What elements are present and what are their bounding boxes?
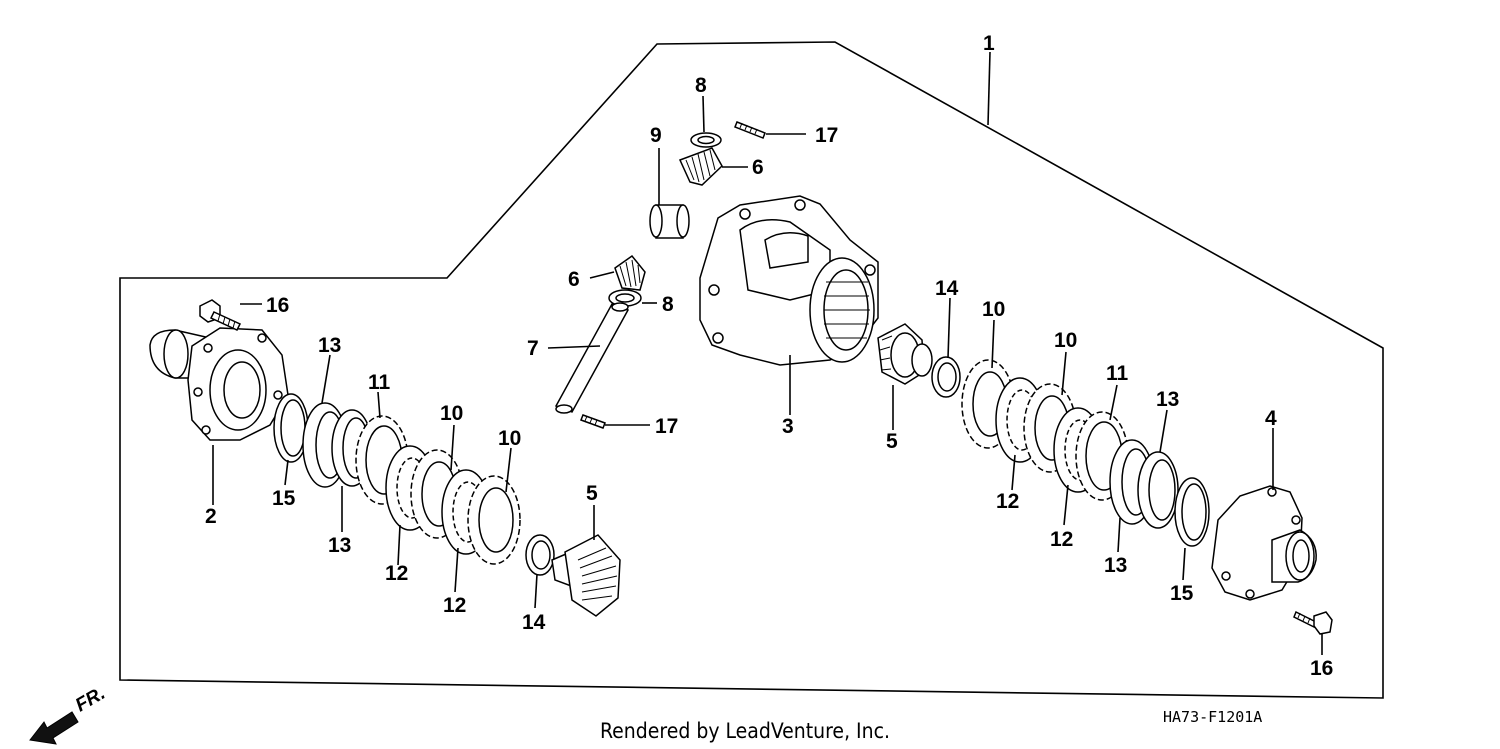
callout-6-top: 6 <box>752 156 764 179</box>
rendered-by-credit: Rendered by LeadVenture, Inc. <box>600 719 890 743</box>
part-14-thrust-washer-left[interactable] <box>525 534 555 576</box>
diagram-code: HA73-F1201A <box>1163 708 1262 726</box>
callout-6-lower: 6 <box>568 268 580 291</box>
callout-16-right: 16 <box>1310 657 1333 680</box>
part-6-pinion-top[interactable] <box>678 147 723 186</box>
front-direction-arrow-icon <box>29 711 79 745</box>
callout-11-right: 11 <box>1106 362 1129 385</box>
front-direction-label: FR. <box>72 683 109 716</box>
part-5-side-gear-left[interactable] <box>551 534 621 617</box>
callout-12-right-b: 12 <box>1050 528 1073 551</box>
callout-13-right-b: 13 <box>1104 554 1127 577</box>
part-10-friction-disc-left-b[interactable] <box>467 475 521 565</box>
callout-5-left: 5 <box>586 482 598 505</box>
callout-8-top: 8 <box>695 74 707 97</box>
part-5-side-gear-right[interactable] <box>877 323 933 385</box>
callout-13-right-a: 13 <box>1156 388 1179 411</box>
part-14-thrust-washer-right[interactable] <box>931 356 961 398</box>
callout-2: 2 <box>205 505 217 528</box>
callout-13-left-b: 13 <box>328 534 351 557</box>
part-17-pin-bottom[interactable] <box>580 414 606 429</box>
part-7-pinion-shaft[interactable] <box>554 302 630 414</box>
leader-lines <box>212 51 1323 655</box>
part-6-pinion-lower[interactable] <box>614 254 646 291</box>
part-2-left-bearing-holder[interactable] <box>149 327 289 441</box>
callout-16-left: 16 <box>266 294 289 317</box>
callout-11-left: 11 <box>368 371 391 394</box>
callout-9: 9 <box>650 124 662 147</box>
callout-17-lower: 17 <box>655 415 678 438</box>
callout-12-right-a: 12 <box>996 490 1019 513</box>
callout-14-left: 14 <box>522 611 546 634</box>
callout-15-right: 15 <box>1170 582 1194 605</box>
callout-17-top: 17 <box>815 124 838 147</box>
assembly-outline <box>119 41 1384 699</box>
part-13-shim-right-b[interactable] <box>1137 451 1179 529</box>
part-17-pin-top[interactable] <box>734 121 766 139</box>
callout-10-right-b: 10 <box>1054 329 1077 352</box>
callout-4: 4 <box>1265 407 1277 430</box>
callout-8-lower: 8 <box>662 293 674 316</box>
part-15-o-ring-right[interactable] <box>1174 477 1210 547</box>
callout-10-right-a: 10 <box>982 298 1005 321</box>
callout-15-left: 15 <box>272 487 296 510</box>
part-8-washer-top[interactable] <box>690 132 722 148</box>
callout-14-right: 14 <box>935 277 959 300</box>
part-9-needle-bearing[interactable] <box>649 204 690 239</box>
part-4-right-bearing-holder[interactable] <box>1211 485 1317 601</box>
callout-10-left-b: 10 <box>498 427 521 450</box>
part-16-bolt-right[interactable] <box>1293 610 1333 635</box>
callout-3: 3 <box>782 415 794 438</box>
callout-13-left-a: 13 <box>318 334 341 357</box>
callout-12-left-a: 12 <box>385 562 408 585</box>
callout-12-left-b: 12 <box>443 594 466 617</box>
callout-7: 7 <box>527 337 539 360</box>
part-16-bolt-left[interactable] <box>199 299 242 331</box>
callout-5-right: 5 <box>886 430 898 453</box>
part-8-washer-lower[interactable] <box>608 289 642 307</box>
callout-1: 1 <box>983 32 995 55</box>
callout-10-left-a: 10 <box>440 402 463 425</box>
part-3-differential-case[interactable] <box>699 195 879 366</box>
